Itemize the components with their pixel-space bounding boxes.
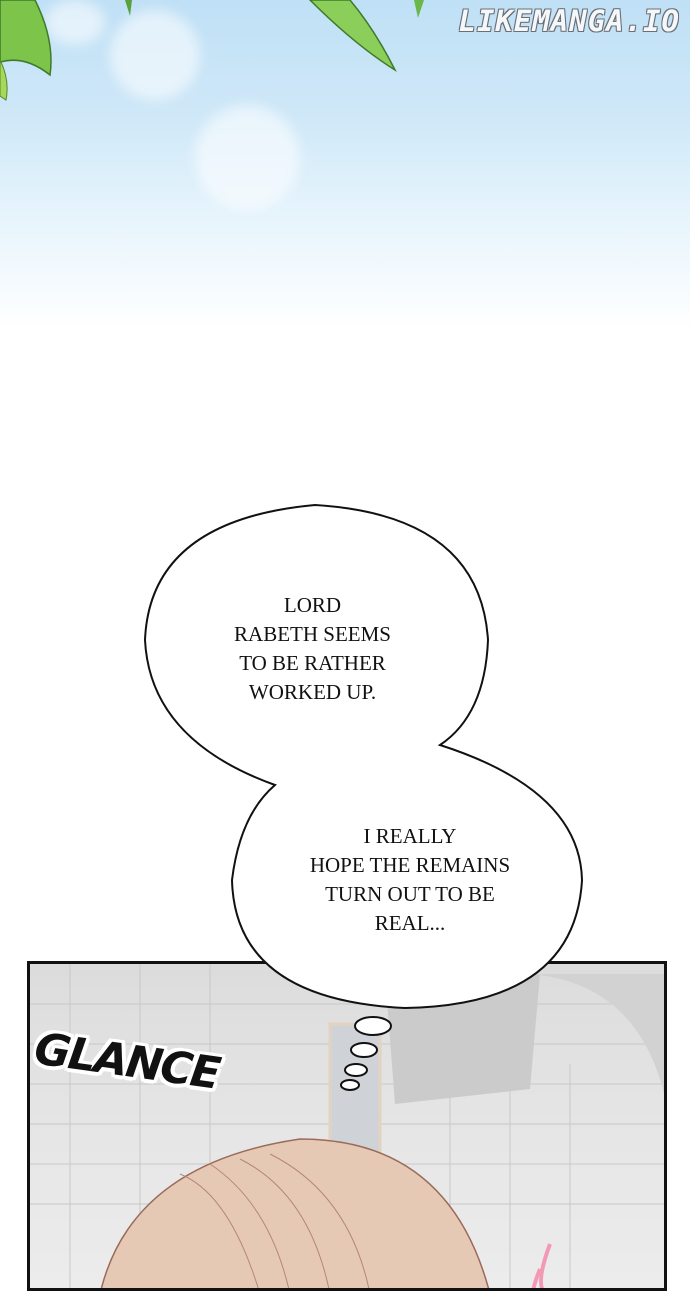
bubble-line: LORD (283, 593, 342, 617)
watermark: LIKEMANGA.IO (458, 4, 680, 38)
speech-bubble-top: LORD RABETH SEEMS TO BE RATHER WORKED UP… (185, 591, 440, 707)
leaves-illustration (0, 0, 424, 101)
bubble-line: I REALLY (363, 824, 457, 848)
speech-bubble-shape (143, 503, 584, 1010)
hair-illustration (100, 1138, 490, 1288)
bokeh (195, 105, 300, 210)
bokeh (45, 0, 105, 45)
bubble-line: TO BE RATHER (239, 651, 386, 675)
speech-bubble-bottom: I REALLY HOPE THE REMAINS TURN OUT TO BE… (285, 822, 535, 938)
bubble-line: HOPE THE REMAINS (309, 853, 511, 877)
castle-panel (27, 961, 667, 1291)
bokeh (110, 10, 200, 100)
bubble-line: WORKED UP. (248, 680, 377, 704)
bubble-line: TURN OUT TO BE (325, 882, 495, 906)
bubble-line: REAL... (374, 911, 446, 935)
bubble-line: RABETH SEEMS (234, 622, 391, 646)
sky-panel: LIKEMANGA.IO (0, 0, 690, 330)
